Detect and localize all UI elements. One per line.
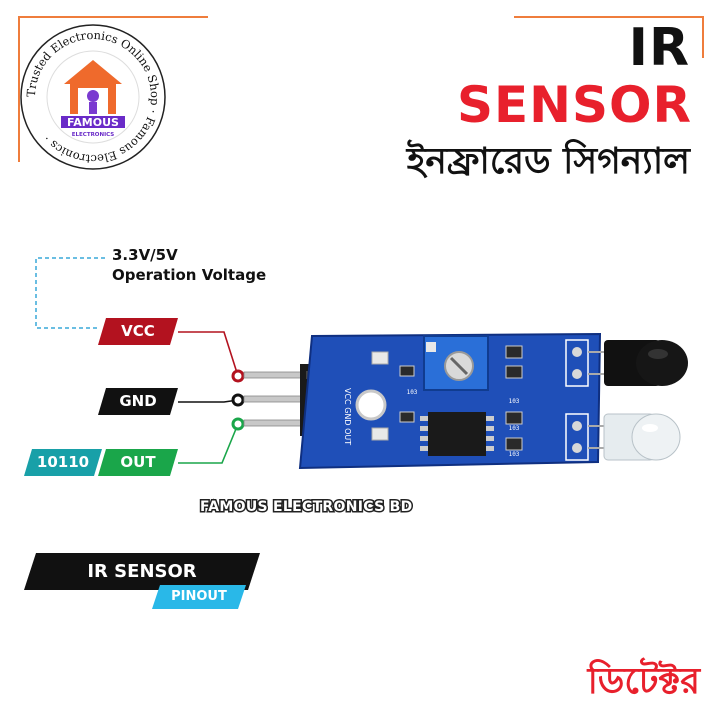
ir-receiver	[588, 340, 688, 386]
logo-brand-word: FAMOUS	[67, 116, 119, 129]
brand-banner: FAMOUS ELECTRONICS BD	[199, 499, 414, 516]
voltage-label: 3.3V/5V Operation Voltage	[112, 246, 266, 285]
gnd-wire	[178, 399, 239, 403]
out-tag: OUT	[98, 449, 178, 476]
out-value-tag: 10110	[24, 449, 102, 476]
logo-brand-sub: ELECTRONICS	[72, 132, 115, 138]
out-pin-dot	[231, 417, 245, 431]
vcc-pin-dot	[231, 369, 245, 383]
pinout-sub: PINOUT	[152, 585, 246, 609]
voltage-connector	[35, 257, 105, 329]
top-left-bracket-v	[18, 16, 20, 162]
vcc-wire	[178, 331, 239, 377]
title-ir: IR	[628, 18, 690, 78]
resistor-label-3: 103	[509, 451, 520, 458]
voltage-caption: Operation Voltage	[112, 265, 267, 284]
resistor-label-2: 103	[509, 425, 520, 432]
silkscreen-pin-text: VCC GND OUT	[343, 388, 352, 445]
bottom-bengali-text: ডিটেক্টর	[587, 661, 700, 702]
top-right-bracket-h	[514, 16, 704, 18]
resistor-label-1: 103	[509, 398, 520, 405]
top-left-bracket-h	[18, 16, 208, 18]
ir-emitter	[588, 413, 681, 461]
pinout-title: IR SENSOR	[24, 553, 260, 590]
title-bengali: ইনফ্রারেড সিগন্যাল	[406, 141, 690, 182]
gnd-tag: GND	[98, 388, 178, 415]
voltage-value: 3.3V/5V	[112, 246, 178, 264]
gnd-pin-dot	[231, 393, 245, 407]
famous-electronics-logo: Trusted Electronics Online Shop · Famous…	[18, 22, 168, 172]
title-sensor: SENSOR	[456, 76, 692, 134]
resistor-label-4: 103	[407, 389, 418, 396]
pcb-board: 103 103 103 103 VCC GND OUT	[298, 332, 602, 470]
out-wire	[178, 423, 239, 464]
vcc-tag: VCC	[98, 318, 178, 345]
top-right-bracket-v	[702, 16, 704, 58]
